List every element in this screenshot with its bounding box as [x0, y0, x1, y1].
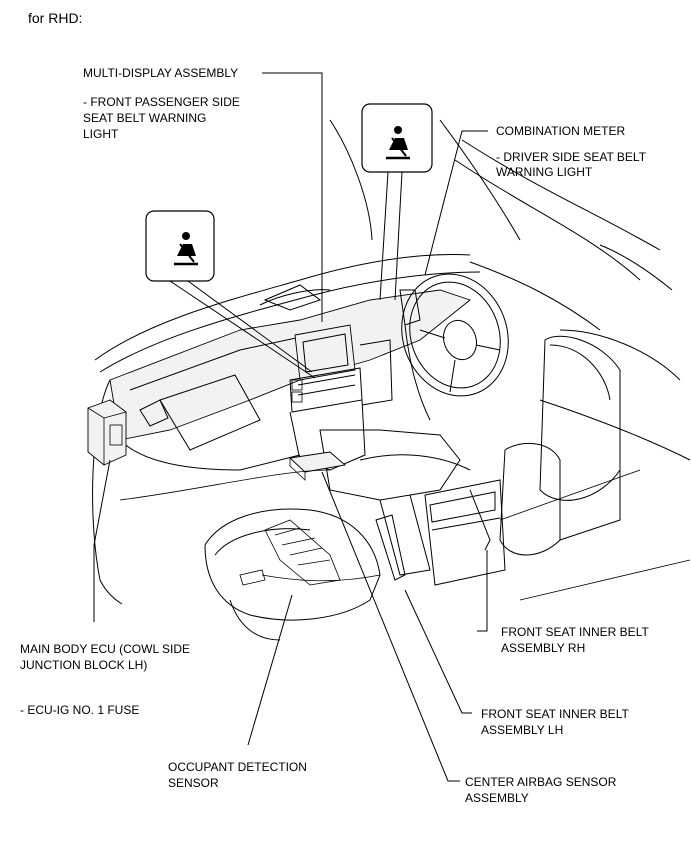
label-occupant-detection-2: SENSOR	[168, 776, 219, 790]
floor-lines	[119, 469, 691, 601]
driver-seat	[499, 335, 621, 556]
label-combination-meter-sub-2: WARNING LIGHT	[496, 165, 593, 179]
body-outline	[92, 119, 691, 605]
label-inner-belt-rh-2: ASSEMBLY RH	[501, 641, 586, 655]
seat-belt-warning-icon	[386, 126, 410, 160]
diagram-heading: for RHD:	[28, 10, 83, 26]
center-airbag-sensor-shape	[289, 451, 347, 481]
label-inner-belt-lh-2: ASSEMBLY LH	[481, 723, 564, 737]
center-console	[319, 429, 506, 586]
seat-belt-warning-icon	[174, 232, 198, 266]
label-main-body-ecu-2: JUNCTION BLOCK LH)	[20, 658, 148, 672]
label-multi-display-assembly: MULTI-DISPLAY ASSEMBLY	[83, 66, 239, 80]
label-multi-display-sub-3: LIGHT	[83, 127, 119, 141]
leader-lines	[93, 72, 488, 782]
label-occupant-detection-1: OCCUPANT DETECTION	[168, 760, 307, 774]
label-multi-display-sub-2: SEAT BELT WARNING	[83, 111, 207, 125]
steering-wheel	[399, 273, 509, 421]
label-center-airbag-2: ASSEMBLY	[465, 791, 529, 805]
label-inner-belt-lh-1: FRONT SEAT INNER BELT	[481, 707, 629, 721]
passenger-seat	[204, 508, 381, 641]
label-main-body-ecu-1: MAIN BODY ECU (COWL SIDE	[20, 642, 191, 656]
label-center-airbag-1: CENTER AIRBAG SENSOR	[465, 775, 617, 789]
label-multi-display-sub-1: - FRONT PASSENGER SIDE	[83, 95, 240, 109]
label-inner-belt-rh-1: FRONT SEAT INNER BELT	[501, 625, 649, 639]
label-main-body-ecu-sub: - ECU-IG NO. 1 FUSE	[20, 703, 140, 717]
label-combination-meter-sub-1: - DRIVER SIDE SEAT BELT	[496, 150, 647, 164]
dashboard	[109, 284, 471, 471]
label-combination-meter: COMBINATION METER	[496, 124, 626, 138]
main-body-ecu-shape	[87, 399, 127, 466]
